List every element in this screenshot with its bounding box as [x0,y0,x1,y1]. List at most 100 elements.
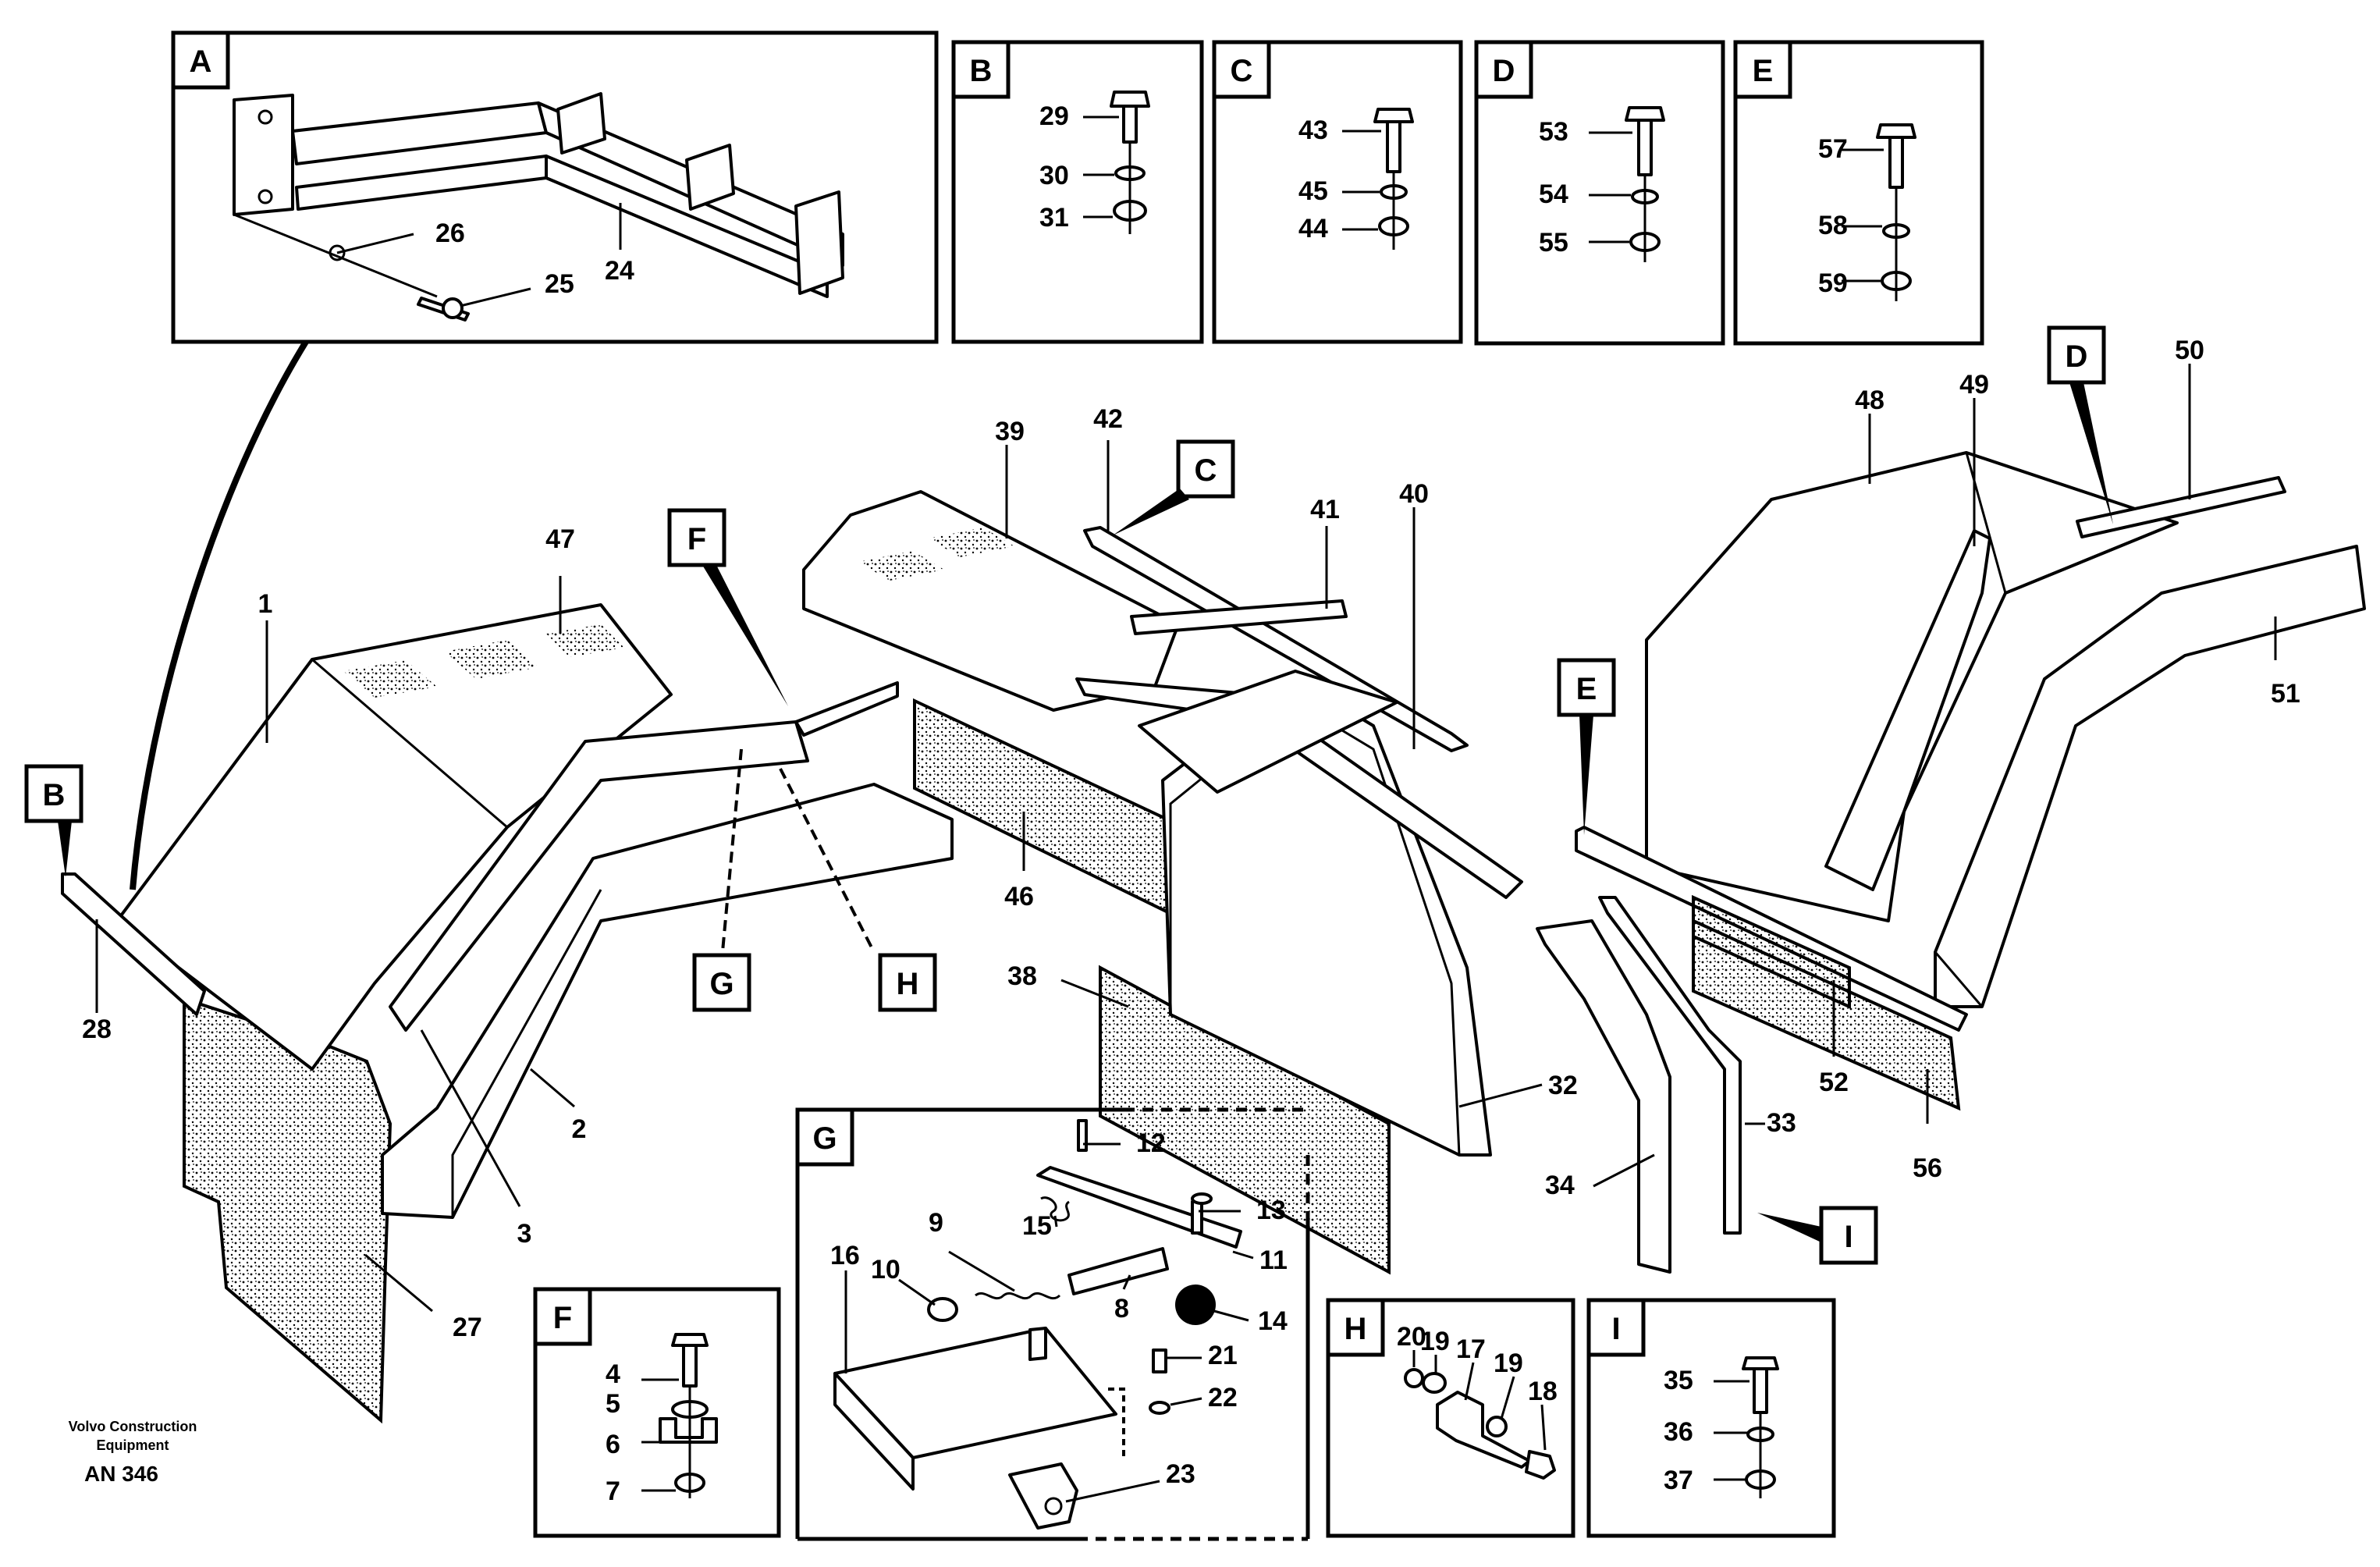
label-9: 9 [929,1208,943,1238]
label-16: 16 [830,1241,860,1270]
label-37: 37 [1664,1466,1693,1495]
label-56: 56 [1913,1153,1942,1183]
mud-flap-27 [183,997,393,1424]
label-46: 46 [1004,882,1034,911]
tag-h-letter: H [897,967,919,1001]
label-19b: 19 [1494,1348,1523,1378]
label-53: 53 [1539,117,1568,147]
label-18: 18 [1528,1377,1558,1406]
label-27: 27 [453,1313,482,1342]
detail-box-e: E 57 58 59 [1733,40,1984,346]
tag-d: D [2047,325,2113,524]
label-5: 5 [606,1389,620,1419]
label-10: 10 [871,1255,900,1285]
label-25: 25 [545,269,574,299]
label-3: 3 [517,1219,532,1249]
fender-51 [1934,545,2366,1008]
tag-i: I [1757,1206,1878,1265]
label-28: 28 [82,1014,112,1044]
label-42: 42 [1093,404,1123,434]
label-45: 45 [1298,176,1328,206]
label-15: 15 [1022,1211,1052,1241]
detail-box-g-letter: G [812,1121,837,1156]
detail-box-d: D 53 54 55 [1474,40,1725,346]
label-32: 32 [1548,1071,1578,1100]
left-fender-assembly [61,603,954,1424]
brand-line-2: Equipment [97,1437,169,1453]
label-29: 29 [1039,101,1069,131]
tag-d-letter: D [2066,339,2088,374]
drawing-code: AN 346 [84,1462,158,1486]
detail-box-h-letter: H [1345,1312,1367,1346]
bracket-33 [1598,896,1742,1235]
label-1: 1 [258,589,273,619]
label-55: 55 [1539,228,1568,258]
detail-box-a: A 26 25 24 [171,30,939,344]
label-30: 30 [1039,161,1069,190]
tag-b: B [24,764,83,877]
detail-box-i-letter: I [1611,1312,1620,1346]
label-43: 43 [1298,115,1328,145]
tag-c-letter: C [1195,453,1217,488]
label-7: 7 [606,1476,620,1506]
detail-box-c: C 43 45 44 [1212,40,1463,344]
label-33: 33 [1767,1108,1796,1138]
tag-h: H [878,953,937,1012]
tag-i-letter: I [1844,1220,1852,1254]
label-51: 51 [2271,679,2300,709]
label-54: 54 [1539,179,1568,209]
label-41: 41 [1310,495,1340,524]
label-20: 20 [1397,1322,1426,1352]
label-39: 39 [995,417,1025,446]
detail-box-c-letter: C [1231,54,1253,88]
right-fender-assembly [1575,451,2366,1111]
label-17: 17 [1456,1334,1486,1364]
label-6: 6 [606,1430,620,1459]
tag-g: G [692,953,751,1012]
tag-g-letter: G [709,967,734,1001]
label-58: 58 [1818,211,1848,240]
label-11: 11 [1259,1245,1288,1275]
label-12: 12 [1136,1128,1166,1158]
tag-b-letter: B [43,778,66,812]
rail-2 [381,783,954,1219]
label-23: 23 [1166,1459,1195,1489]
label-57: 57 [1818,134,1848,164]
detail-box-e-letter: E [1753,54,1774,88]
brand-line-1: Volvo Construction [69,1419,197,1434]
tag-f-letter: F [687,522,706,556]
tag-f: F [667,508,788,706]
label-59: 59 [1818,268,1848,298]
label-13: 13 [1256,1196,1286,1225]
label-35: 35 [1664,1366,1693,1395]
tag-e-letter: E [1576,672,1597,706]
label-50: 50 [2175,336,2204,365]
detail-box-b: B 29 30 31 [951,40,1204,344]
bracket-3 [389,720,809,1032]
footer: Volvo Construction Equipment AN 346 [69,1419,197,1486]
detail-box-b-letter: B [970,54,993,88]
center-fender-assembly [802,490,1742,1275]
label-38: 38 [1007,961,1037,991]
callout-line-a [130,339,309,890]
knob-14 [1175,1285,1216,1325]
plate-50 [2076,476,2286,538]
bracket-34 [1536,919,1671,1274]
main-labels: 1 47 28 2 3 27 39 42 41 40 46 38 32 33 3… [82,336,2300,1342]
plate-39 [802,490,1180,712]
label-24: 24 [605,256,634,286]
label-52: 52 [1819,1068,1849,1097]
label-4: 4 [606,1359,620,1389]
label-8: 8 [1114,1294,1129,1324]
tag-c: C [1113,439,1235,535]
label-44: 44 [1298,214,1328,243]
detail-box-g: G 12 15 13 11 8 [795,1107,1311,1541]
label-14: 14 [1258,1306,1288,1336]
detail-box-f-letter: F [553,1301,572,1335]
label-19a: 19 [1420,1327,1450,1356]
label-40: 40 [1399,479,1429,509]
label-36: 36 [1664,1417,1693,1447]
label-2: 2 [572,1114,587,1144]
label-21: 21 [1208,1341,1238,1370]
